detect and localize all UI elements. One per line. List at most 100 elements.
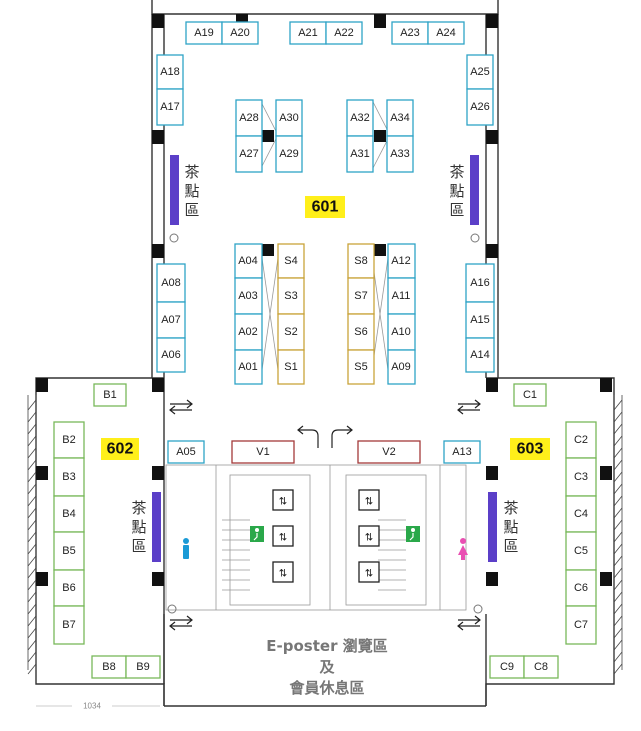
booth-A21[interactable]: A21	[289, 21, 327, 45]
booth-S2[interactable]: S2	[277, 313, 305, 351]
booth-S8[interactable]: S8	[347, 243, 375, 279]
booth-A32[interactable]: A32	[346, 99, 374, 137]
booth-A03[interactable]: A03	[234, 277, 263, 315]
booth-C3[interactable]: C3	[565, 457, 597, 497]
booth-A08-label: A08	[161, 277, 181, 289]
booth-A22[interactable]: A22	[325, 21, 363, 45]
booth-A04[interactable]: A04	[234, 243, 263, 279]
booth-S2-label: S2	[284, 326, 297, 338]
booth-S1[interactable]: S1	[277, 349, 305, 385]
booth-A13[interactable]: A13	[443, 440, 481, 464]
booth-A23[interactable]: A23	[391, 21, 429, 45]
booth-V1[interactable]: V1	[231, 440, 295, 464]
booth-V1-box	[231, 440, 295, 464]
booth-A13-label: A13	[452, 446, 472, 458]
booth-A26[interactable]: A26	[466, 88, 494, 126]
booth-S1-box	[277, 349, 305, 385]
booth-A18[interactable]: A18	[156, 54, 184, 90]
booth-A12-label: A12	[391, 255, 411, 267]
tea-area-left-bottom: 茶點區	[131, 492, 161, 562]
booth-A33-box	[386, 135, 414, 173]
booth-A06-box	[156, 337, 186, 373]
booth-S5-label: S5	[354, 361, 367, 373]
booth-C4-label: C4	[574, 508, 588, 520]
booth-A03-label: A03	[238, 290, 258, 302]
booth-C6[interactable]: C6	[565, 569, 597, 607]
booth-V2[interactable]: V2	[357, 440, 421, 464]
booth-S3[interactable]: S3	[277, 277, 305, 315]
booth-B3[interactable]: B3	[53, 457, 85, 497]
tea-counter-bar	[470, 155, 479, 225]
booth-B5[interactable]: B5	[53, 531, 85, 571]
booth-B1[interactable]: B1	[93, 383, 127, 407]
booth-A22-label: A22	[334, 27, 354, 39]
booth-B6-box	[53, 569, 85, 607]
booth-B8[interactable]: B8	[91, 655, 127, 679]
booth-A07[interactable]: A07	[156, 301, 186, 339]
booth-A21-label: A21	[298, 27, 318, 39]
booth-C7[interactable]: C7	[565, 605, 597, 645]
booth-B5-label: B5	[62, 545, 75, 557]
booth-C1[interactable]: C1	[513, 383, 547, 407]
booth-C1-label: C1	[523, 389, 537, 401]
booth-A02[interactable]: A02	[234, 313, 263, 351]
elevator-icon: ⇅	[358, 489, 380, 511]
booth-C8[interactable]: C8	[523, 655, 559, 679]
booth-V1-label: V1	[256, 446, 269, 458]
booth-A31-label: A31	[350, 148, 370, 160]
booth-B7[interactable]: B7	[53, 605, 85, 645]
booth-C5[interactable]: C5	[565, 531, 597, 571]
booth-C2[interactable]: C2	[565, 421, 597, 459]
tea-area-left-top: 茶點區	[170, 155, 200, 225]
booth-A08[interactable]: A08	[156, 263, 186, 303]
booth-A14[interactable]: A14	[465, 337, 495, 373]
booth-A09[interactable]: A09	[387, 349, 416, 385]
booth-A15[interactable]: A15	[465, 301, 495, 339]
booth-A01[interactable]: A01	[234, 349, 263, 385]
svg-text:⇅: ⇅	[279, 533, 287, 544]
booth-A31[interactable]: A31	[346, 135, 374, 173]
booth-A20[interactable]: A20	[221, 21, 259, 45]
booth-A25[interactable]: A25	[466, 54, 494, 90]
hall-601-background	[305, 196, 345, 218]
booth-C9[interactable]: C9	[489, 655, 525, 679]
booth-A04-label: A04	[238, 255, 258, 267]
booth-A19[interactable]: A19	[185, 21, 223, 45]
booth-C4[interactable]: C4	[565, 495, 597, 533]
booth-S4-box	[277, 243, 305, 279]
booth-A06-label: A06	[161, 349, 181, 361]
booth-A30[interactable]: A30	[275, 99, 303, 137]
booth-B2[interactable]: B2	[53, 421, 85, 459]
booth-A16[interactable]: A16	[465, 263, 495, 303]
booth-A05[interactable]: A05	[167, 440, 205, 464]
booth-A12-box	[387, 243, 416, 279]
booth-A12[interactable]: A12	[387, 243, 416, 279]
booth-A02-label: A02	[238, 326, 258, 338]
booth-A29[interactable]: A29	[275, 135, 303, 173]
booth-A24[interactable]: A24	[427, 21, 465, 45]
booth-S5[interactable]: S5	[347, 349, 375, 385]
booth-A06[interactable]: A06	[156, 337, 186, 373]
booth-A13-box	[443, 440, 481, 464]
booth-A27[interactable]: A27	[235, 135, 263, 173]
booth-A34[interactable]: A34	[386, 99, 414, 137]
booth-S7-box	[347, 277, 375, 315]
booth-B4[interactable]: B4	[53, 495, 85, 533]
female-restroom-icon	[458, 538, 468, 560]
booth-A11[interactable]: A11	[387, 277, 416, 315]
elevators: ⇅ ⇅ ⇅ ⇅ ⇅ ⇅	[272, 489, 380, 583]
tea-area-label: 茶點區	[131, 499, 146, 555]
booth-S4[interactable]: S4	[277, 243, 305, 279]
booth-B9[interactable]: B9	[125, 655, 161, 679]
booth-A28-box	[235, 99, 263, 137]
booth-A17[interactable]: A17	[156, 88, 184, 126]
booth-A33[interactable]: A33	[386, 135, 414, 173]
booth-B6[interactable]: B6	[53, 569, 85, 607]
booth-S6[interactable]: S6	[347, 313, 375, 351]
booth-B7-label: B7	[62, 619, 75, 631]
booth-A10[interactable]: A10	[387, 313, 416, 351]
booth-B2-label: B2	[62, 434, 75, 446]
booth-S7[interactable]: S7	[347, 277, 375, 315]
booth-A28[interactable]: A28	[235, 99, 263, 137]
hall-603-badge: 603	[510, 438, 550, 460]
